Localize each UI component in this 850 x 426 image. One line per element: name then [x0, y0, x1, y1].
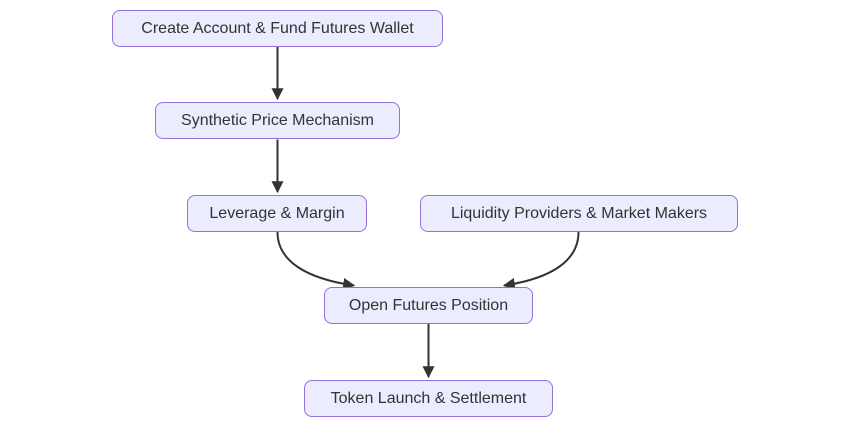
- node-leverage-margin: Leverage & Margin: [187, 195, 367, 232]
- edge-liquidity-to-open: [502, 231, 580, 290]
- node-liquidity-providers-label: Liquidity Providers & Market Makers: [450, 204, 708, 222]
- node-synthetic-price-label: Synthetic Price Mechanism: [181, 111, 374, 129]
- node-liquidity-providers: Liquidity Providers & Market Makers: [420, 195, 738, 232]
- edge-leverage-to-open: [276, 231, 356, 290]
- node-token-launch: Token Launch & Settlement: [304, 380, 553, 417]
- node-leverage-margin-label: Leverage & Margin: [209, 204, 345, 222]
- node-create-account: Create Account & Fund Futures Wallet: [112, 10, 443, 47]
- node-token-launch-label: Token Launch & Settlement: [330, 389, 527, 407]
- node-open-futures-label: Open Futures Position: [348, 296, 509, 314]
- node-synthetic-price: Synthetic Price Mechanism: [155, 102, 400, 139]
- node-create-account-label: Create Account & Fund Futures Wallet: [141, 19, 414, 37]
- node-open-futures: Open Futures Position: [324, 287, 533, 324]
